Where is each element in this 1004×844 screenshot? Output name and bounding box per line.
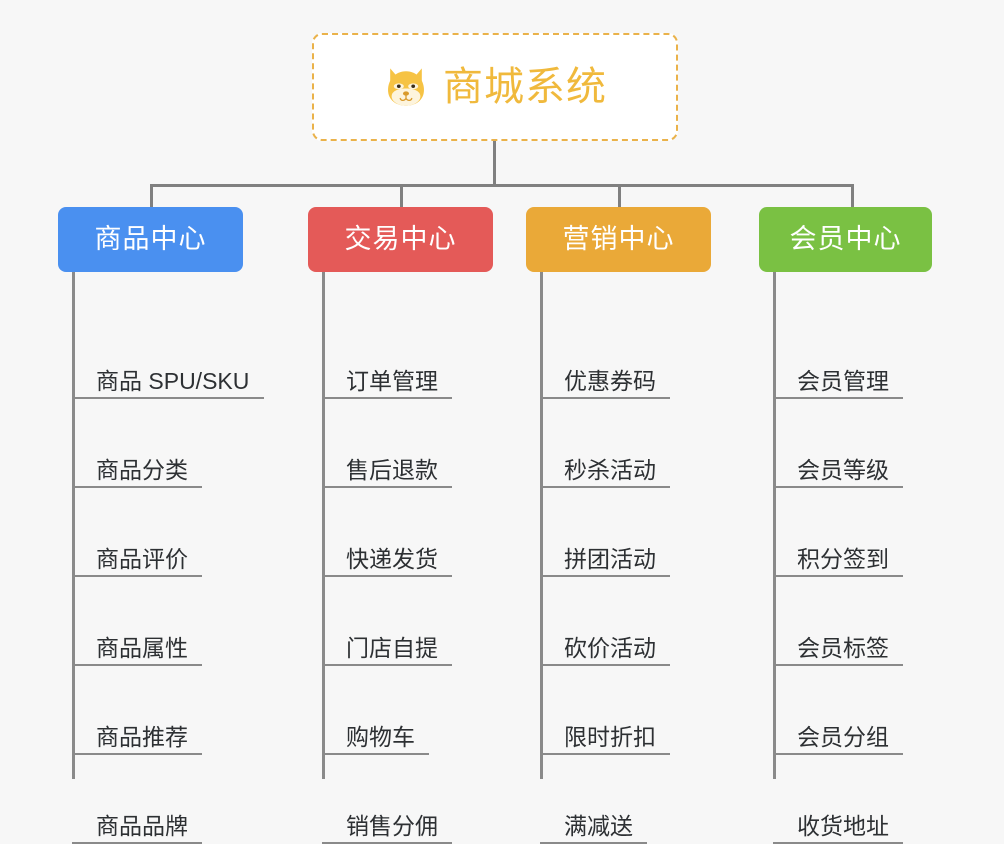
connector-drop-3	[618, 184, 621, 209]
branch-product-center: 商品中心 商品 SPU/SKU 商品分类 商品评价 商品属性 商品推荐 商品品牌	[58, 207, 264, 844]
branch-header-marketing-center[interactable]: 营销中心	[526, 207, 711, 272]
leaf-label: 限时折扣	[564, 723, 656, 750]
leaf-label: 砍价活动	[564, 634, 656, 661]
connector-drop-4	[851, 184, 854, 209]
leaf-item[interactable]: 售后退款	[322, 444, 452, 488]
root-node[interactable]: 商城系统	[312, 33, 678, 141]
leaf-item[interactable]: 商品品牌	[72, 800, 202, 844]
leaf-label: 满减送	[564, 812, 633, 839]
leaf-item[interactable]: 秒杀活动	[540, 444, 670, 488]
leaf-label: 拼团活动	[564, 545, 656, 572]
leaf-item[interactable]: 会员等级	[773, 444, 903, 488]
leaf-label: 商品评价	[96, 545, 188, 572]
branch-header-product-center[interactable]: 商品中心	[58, 207, 243, 272]
branch-header-label: 商品中心	[94, 224, 207, 254]
branch-header-trade-center[interactable]: 交易中心	[308, 207, 493, 272]
leaf-item[interactable]: 收货地址	[773, 800, 903, 844]
branch-header-label: 交易中心	[344, 224, 457, 254]
leaf-label: 会员分组	[797, 723, 889, 750]
leaf-item[interactable]: 优惠券码	[540, 355, 670, 399]
connector-horizontal-bus	[150, 184, 854, 187]
leaf-label: 购物车	[346, 723, 415, 750]
leaf-item[interactable]: 限时折扣	[540, 711, 670, 755]
leaf-item[interactable]: 会员分组	[773, 711, 903, 755]
leaf-item[interactable]: 积分签到	[773, 533, 903, 577]
leaf-label: 快递发货	[346, 545, 438, 572]
branch-member-center: 会员中心 会员管理 会员等级 积分签到 会员标签 会员分组 收货地址	[759, 207, 932, 844]
branch-header-member-center[interactable]: 会员中心	[759, 207, 932, 272]
leaf-item[interactable]: 会员管理	[773, 355, 903, 399]
leaf-item[interactable]: 砍价活动	[540, 622, 670, 666]
leaf-label: 收货地址	[797, 812, 889, 839]
leaf-item[interactable]: 快递发货	[322, 533, 452, 577]
leaf-label: 会员等级	[797, 456, 889, 483]
branch-trade-center: 交易中心 订单管理 售后退款 快递发货 门店自提 购物车 销售分佣	[308, 207, 493, 844]
branch-spine	[322, 272, 325, 779]
leaf-label: 商品 SPU/SKU	[96, 367, 250, 394]
branch-header-label: 营销中心	[562, 224, 675, 254]
branch-spine	[773, 272, 776, 779]
leaf-item[interactable]: 商品评价	[72, 533, 202, 577]
connector-drop-1	[150, 184, 153, 209]
leaf-label: 商品分类	[96, 456, 188, 483]
leaf-label: 商品推荐	[96, 723, 188, 750]
leaf-item[interactable]: 门店自提	[322, 622, 452, 666]
connector-drop-2	[400, 184, 403, 209]
leaf-label: 优惠券码	[564, 367, 656, 394]
leaf-label: 商品品牌	[96, 812, 188, 839]
leaf-label: 售后退款	[346, 456, 438, 483]
leaf-item[interactable]: 销售分佣	[322, 800, 452, 844]
leaf-label: 积分签到	[797, 545, 889, 572]
leaf-item[interactable]: 订单管理	[322, 355, 452, 399]
leaf-item[interactable]: 商品分类	[72, 444, 202, 488]
leaf-label: 商品属性	[96, 634, 188, 661]
leaf-label: 门店自提	[346, 634, 438, 661]
leaf-label: 销售分佣	[346, 812, 438, 839]
branch-spine	[72, 272, 75, 779]
leaf-item[interactable]: 商品推荐	[72, 711, 202, 755]
connector-root-stem	[493, 141, 496, 186]
leaf-label: 会员标签	[797, 634, 889, 661]
root-title: 商城系统	[443, 65, 607, 109]
leaf-item[interactable]: 会员标签	[773, 622, 903, 666]
branch-spine	[540, 272, 543, 779]
leaf-label: 秒杀活动	[564, 456, 656, 483]
branch-header-label: 会员中心	[789, 224, 902, 254]
branch-marketing-center: 营销中心 优惠券码 秒杀活动 拼团活动 砍价活动 限时折扣 满减送	[526, 207, 711, 844]
leaf-item[interactable]: 购物车	[322, 711, 429, 755]
leaf-item[interactable]: 商品 SPU/SKU	[72, 355, 264, 399]
leaf-item[interactable]: 拼团活动	[540, 533, 670, 577]
leaf-item[interactable]: 满减送	[540, 800, 647, 844]
leaf-label: 订单管理	[346, 367, 438, 394]
leaf-item[interactable]: 商品属性	[72, 622, 202, 666]
leaf-label: 会员管理	[797, 367, 889, 394]
shiba-dog-face-icon	[388, 68, 424, 106]
